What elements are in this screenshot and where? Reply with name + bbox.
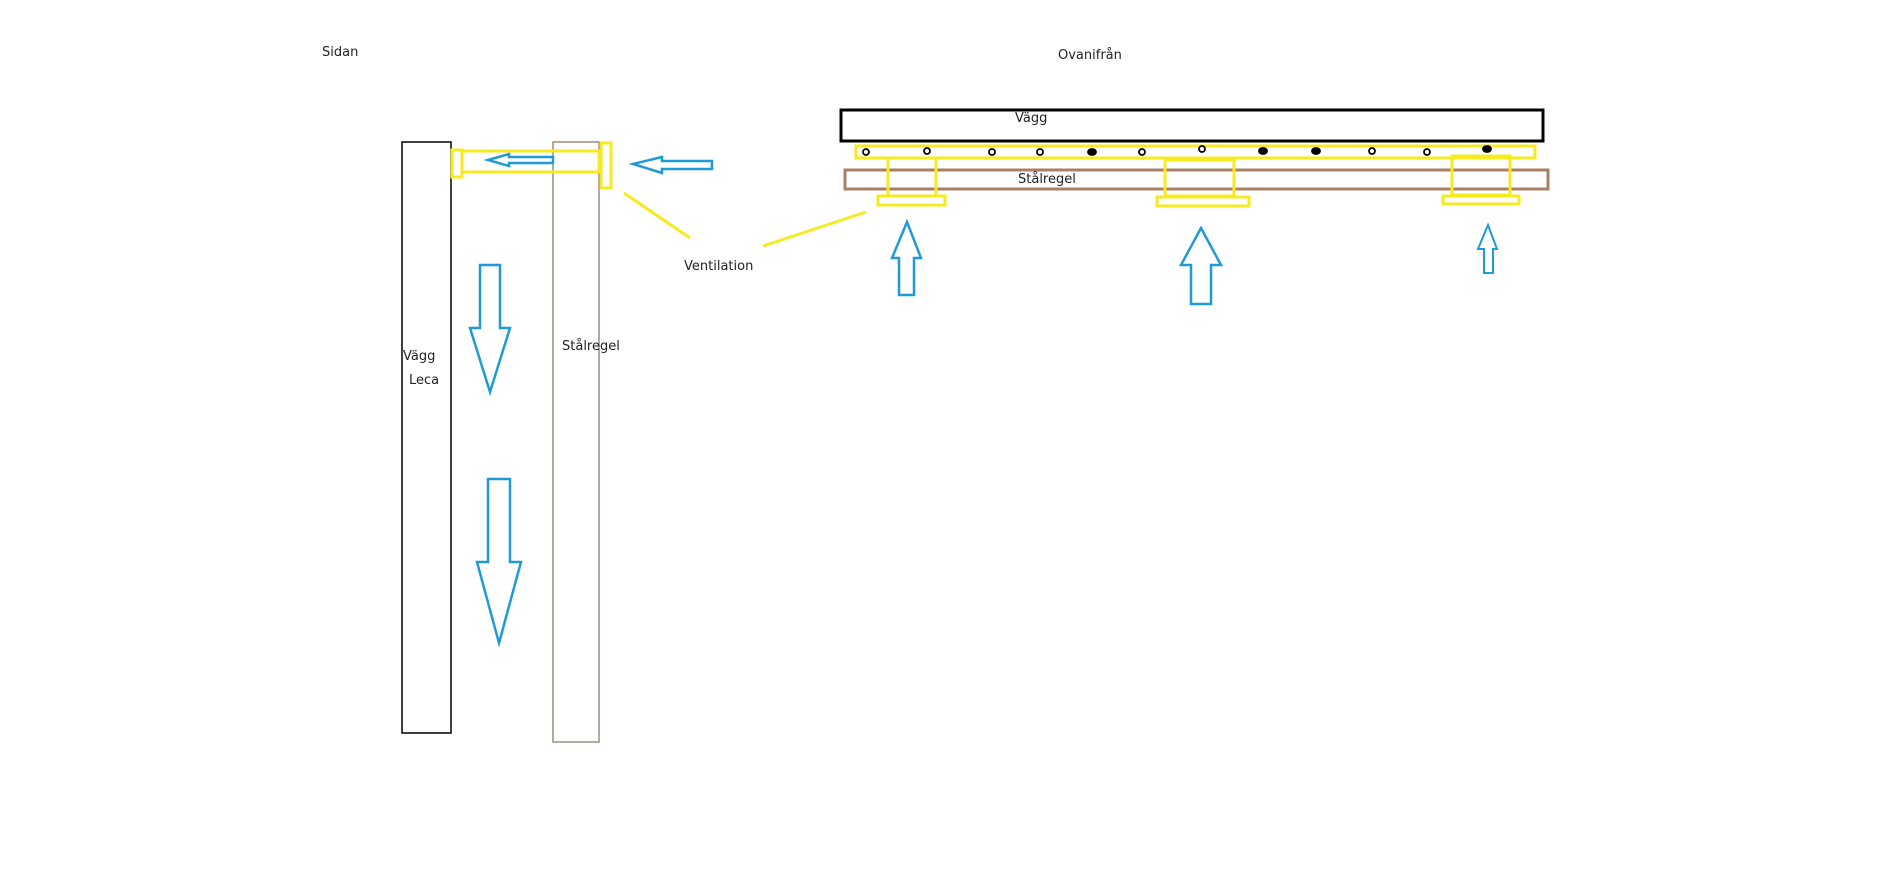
callout-line-side xyxy=(623,191,691,240)
side-view-title: Sidan xyxy=(322,45,358,60)
top-vent-1 xyxy=(876,156,947,207)
top-vent-3-base xyxy=(1441,194,1521,206)
top-vent-3 xyxy=(1441,154,1521,206)
side-wall-label-2: Leca xyxy=(409,373,439,388)
top-vent-2-body xyxy=(1163,158,1236,198)
top-arrow-up-2 xyxy=(1178,225,1224,306)
top-wall xyxy=(839,108,1545,143)
vent-hole xyxy=(862,148,870,156)
top-stud-label: Stålregel xyxy=(1018,172,1076,187)
top-vent-2-base xyxy=(1155,195,1251,208)
top-arrow-up-1 xyxy=(890,218,923,297)
vent-hole xyxy=(1482,145,1492,153)
side-wall-label-1: Vägg xyxy=(403,349,435,364)
side-wall xyxy=(401,141,452,734)
side-vent-tube xyxy=(460,149,601,174)
callout-label: Ventilation xyxy=(684,259,753,274)
vent-hole xyxy=(1423,148,1431,156)
top-stud xyxy=(843,168,1550,191)
ventilation-callout: Ventilation xyxy=(623,191,867,274)
vent-hole xyxy=(923,147,931,155)
side-arrow-left-incoming xyxy=(628,155,714,175)
top-vent-holes xyxy=(862,145,1492,156)
side-arrow-down-2 xyxy=(475,477,523,648)
vent-hole xyxy=(1311,147,1321,155)
vent-hole xyxy=(1258,147,1268,155)
vent-hole xyxy=(1198,145,1206,153)
vent-hole xyxy=(1036,148,1044,156)
vent-hole xyxy=(1087,148,1097,156)
side-arrow-left-in-tube xyxy=(483,152,555,168)
callout-line-top xyxy=(762,210,867,248)
side-arrow-down-1 xyxy=(468,263,512,397)
vent-hole xyxy=(1368,147,1376,155)
vent-hole xyxy=(988,148,996,156)
vent-hole xyxy=(1138,148,1146,156)
top-view: Ovanifrån Vägg Stålregel xyxy=(839,48,1550,306)
side-vent-right-cap xyxy=(599,141,613,190)
top-vent-2 xyxy=(1155,158,1251,208)
side-stud xyxy=(552,141,600,743)
side-stud-label: Stålregel xyxy=(562,339,620,354)
top-arrow-up-3 xyxy=(1476,222,1499,274)
top-vent-1-base xyxy=(876,194,947,207)
top-vent-strip xyxy=(854,144,1537,160)
top-wall-label: Vägg xyxy=(1015,111,1047,126)
side-view: Sidan Vägg Leca Stålregel xyxy=(322,45,714,743)
top-view-title: Ovanifrån xyxy=(1058,48,1122,63)
